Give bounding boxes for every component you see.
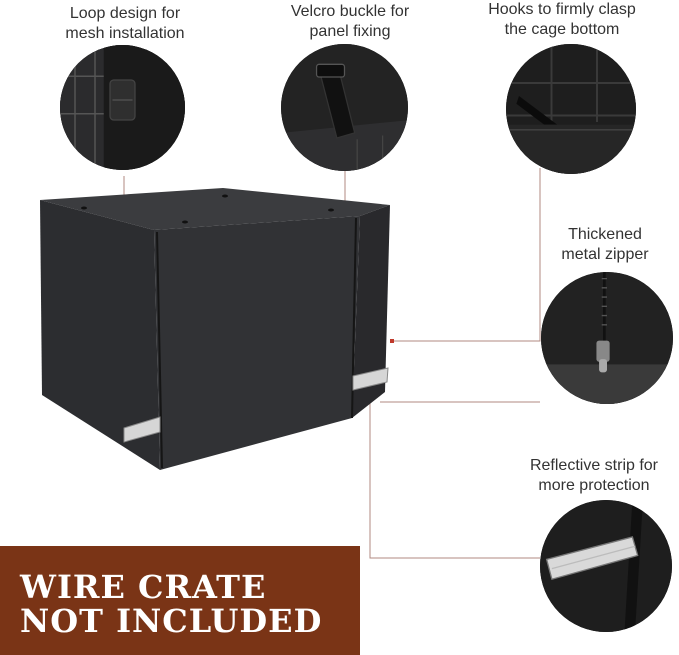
loop-label-line2: mesh installation bbox=[65, 25, 185, 42]
hooks-label-line1: Hooks to firmly clasp bbox=[488, 1, 636, 18]
reflective-leader-line bbox=[369, 392, 540, 559]
zipper-label-line1: Thickened bbox=[568, 226, 642, 243]
loop-design-label: Loop design for mesh installation bbox=[40, 4, 210, 44]
reflective-label-line2: more protection bbox=[538, 477, 650, 494]
loop-label-line1: Loop design for bbox=[69, 5, 181, 22]
reflective-label-line1: Reflective strip for bbox=[529, 457, 659, 474]
hooks-leader-line bbox=[392, 168, 541, 342]
hooks-detail-circle bbox=[506, 44, 636, 174]
front-left-zipper bbox=[156, 231, 163, 469]
not-included-banner: WIRE CRATE NOT INCLUDED bbox=[0, 546, 360, 655]
reflective-detail-circle bbox=[540, 500, 672, 632]
banner-line-2: NOT INCLUDED bbox=[20, 602, 323, 640]
left-reflective-strip bbox=[123, 416, 161, 443]
cover-front-panel bbox=[154, 216, 360, 470]
velcro-buckle-label: Velcro buckle for panel fixing bbox=[265, 2, 435, 42]
banner-line-1: WIRE CRATE bbox=[20, 568, 267, 606]
right-reflective-strip bbox=[352, 367, 389, 391]
cover-top-panel bbox=[40, 188, 390, 230]
cover-left-panel bbox=[40, 200, 160, 470]
velcro-detail-image bbox=[281, 44, 408, 171]
velcro-label-line2: panel fixing bbox=[309, 23, 391, 40]
velcro-detail-circle bbox=[281, 44, 408, 171]
hooks-label: Hooks to firmly clasp the cage bottom bbox=[467, 0, 657, 40]
velcro-label-line1: Velcro buckle for bbox=[290, 3, 410, 20]
hooks-label-line2: the cage bottom bbox=[504, 21, 620, 38]
reflective-label: Reflective strip for more protection bbox=[514, 456, 674, 496]
cover-right-panel bbox=[352, 205, 390, 418]
zipper-label-line2: metal zipper bbox=[561, 246, 649, 263]
reflective-detail-image bbox=[540, 500, 672, 632]
zipper-label: Thickened metal zipper bbox=[540, 225, 670, 265]
